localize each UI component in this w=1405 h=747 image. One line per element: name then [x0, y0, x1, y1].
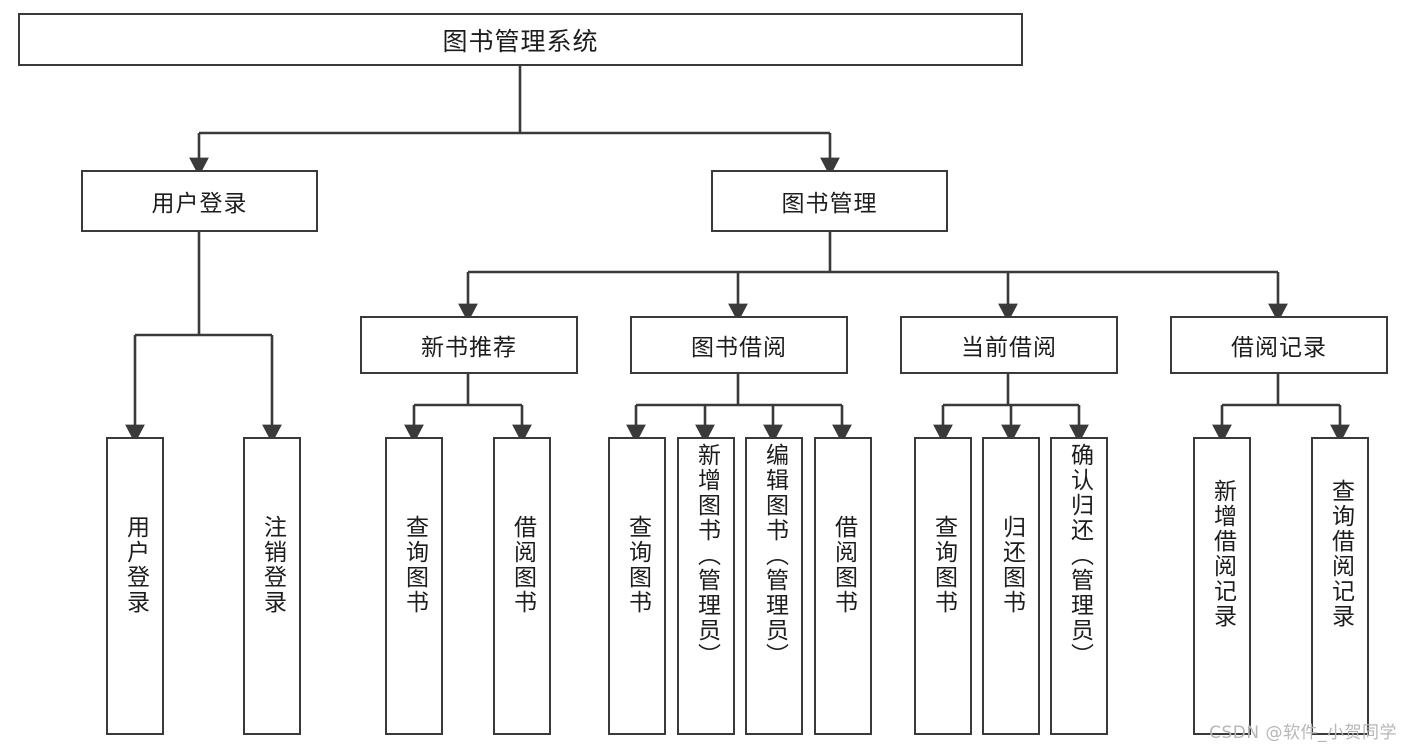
node-label: 查询图书: [930, 515, 957, 615]
node-current-borrow[interactable]: 当前借阅: [900, 316, 1118, 374]
node-label: 查询图书: [624, 515, 651, 615]
node-new-book-recommend[interactable]: 新书推荐: [360, 316, 578, 374]
leaf-book-borrow-borrow-book[interactable]: 借阅图书: [814, 437, 872, 735]
node-borrow-record[interactable]: 借阅记录: [1170, 316, 1388, 374]
node-label: 用户登录: [122, 515, 149, 615]
leaf-book-borrow-edit-book-admin[interactable]: 编辑图书（管理员）: [745, 437, 803, 735]
leaf-borrow-record-query-record[interactable]: 查询借阅记录: [1311, 437, 1369, 735]
node-label: 图书管理系统: [442, 26, 599, 56]
leaf-borrow-record-add-record[interactable]: 新增借阅记录: [1193, 437, 1251, 735]
leaf-user-login-logout[interactable]: 注销登录: [243, 437, 301, 735]
node-label: 新增图书（管理员）: [693, 443, 720, 668]
node-label: 借阅记录: [1231, 335, 1327, 361]
node-label: 借阅图书: [509, 515, 536, 615]
node-book-borrow[interactable]: 图书借阅: [630, 316, 848, 374]
leaf-book-borrow-add-book-admin[interactable]: 新增图书（管理员）: [677, 437, 735, 735]
node-label: 新增借阅记录: [1209, 479, 1236, 629]
leaf-book-borrow-query-book[interactable]: 查询图书: [608, 437, 666, 735]
node-label: 编辑图书（管理员）: [761, 443, 788, 668]
node-label: 当前借阅: [961, 335, 1057, 361]
node-label: 归还图书: [998, 515, 1025, 615]
leaf-current-borrow-confirm-return-admin[interactable]: 确认归还（管理员）: [1050, 437, 1108, 735]
leaf-new-book-borrow-book[interactable]: 借阅图书: [493, 437, 551, 735]
leaf-current-borrow-return-book[interactable]: 归还图书: [982, 437, 1040, 735]
node-label: 用户登录: [151, 191, 248, 217]
leaf-new-book-query-book[interactable]: 查询图书: [385, 437, 443, 735]
node-label: 查询借阅记录: [1327, 479, 1354, 629]
node-book-management[interactable]: 图书管理: [711, 170, 948, 232]
node-root-book-management-system[interactable]: 图书管理系统: [18, 13, 1023, 66]
node-label: 确认归还（管理员）: [1066, 443, 1093, 668]
node-label: 图书借阅: [691, 335, 787, 361]
leaf-current-borrow-query-book[interactable]: 查询图书: [914, 437, 972, 735]
csdn-watermark: CSDN @软件_小贺同学: [1209, 723, 1397, 743]
node-label: 新书推荐: [421, 335, 517, 361]
leaf-user-login-login[interactable]: 用户登录: [106, 437, 164, 735]
node-user-login[interactable]: 用户登录: [81, 170, 318, 232]
node-label: 查询图书: [401, 515, 428, 615]
node-label: 借阅图书: [830, 515, 857, 615]
node-label: 注销登录: [259, 515, 286, 615]
node-label: 图书管理: [781, 191, 878, 217]
